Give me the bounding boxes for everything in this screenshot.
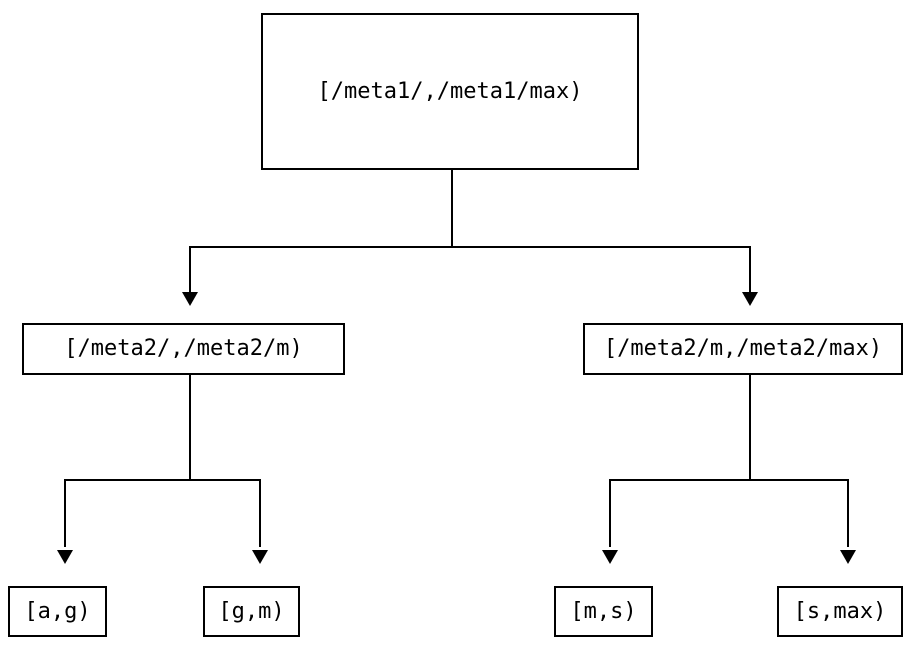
tree-node-root: [/meta1/,/meta1/max) (261, 13, 639, 170)
connector-right-crossbar (609, 479, 849, 481)
arrow-down-icon (840, 550, 856, 564)
tree-node-right-label: [/meta2/m,/meta2/max) (603, 336, 883, 361)
arrow-down-icon (252, 550, 268, 564)
tree-node-leaf-label: [m,s) (570, 598, 637, 624)
tree-node-leaf: [g,m) (203, 586, 300, 637)
tree-node-left-subtree: [/meta2/,/meta2/m) (22, 323, 345, 375)
tree-node-leaf: [s,max) (777, 586, 903, 637)
connector-left-stem (189, 375, 191, 481)
connector-left-drop-b (259, 479, 261, 547)
tree-node-leaf-label: [s,max) (793, 598, 887, 624)
arrow-down-icon (742, 292, 758, 306)
connector-right-drop-b (847, 479, 849, 547)
tree-node-leaf: [m,s) (554, 586, 653, 637)
tree-node-leaf-label: [a,g) (24, 598, 91, 624)
tree-node-left-label: [/meta2/,/meta2/m) (64, 336, 303, 361)
arrow-down-icon (602, 550, 618, 564)
connector-right-stem (749, 375, 751, 481)
connector-left-crossbar (64, 479, 261, 481)
tree-node-right-subtree: [/meta2/m,/meta2/max) (583, 323, 903, 375)
tree-node-leaf-label: [g,m) (218, 598, 285, 624)
arrow-down-icon (57, 550, 73, 564)
connector-root-crossbar (189, 246, 751, 248)
connector-root-stem (451, 170, 453, 247)
connector-left-drop-a (64, 479, 66, 547)
arrow-down-icon (182, 292, 198, 306)
tree-node-leaf: [a,g) (8, 586, 107, 637)
connector-root-drop-right (749, 246, 751, 293)
connector-root-drop-left (189, 246, 191, 293)
connector-right-drop-a (609, 479, 611, 547)
tree-node-root-label: [/meta1/,/meta1/max) (317, 78, 583, 104)
